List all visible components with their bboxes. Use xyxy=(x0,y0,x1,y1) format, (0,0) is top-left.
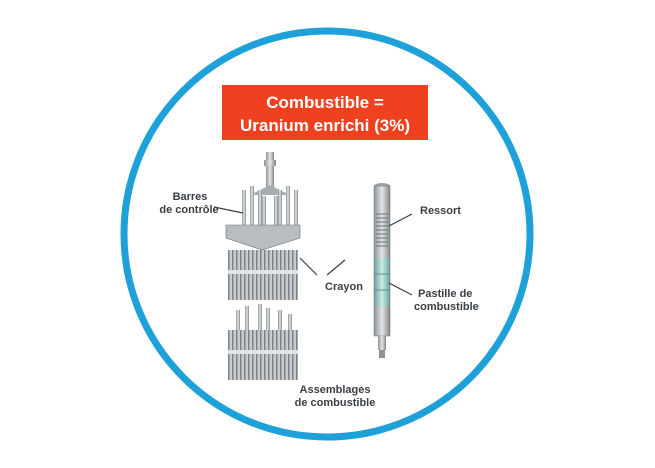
control-rod-assembly xyxy=(225,152,301,300)
fuel-rod xyxy=(373,183,391,358)
pellet-label-2: combustible xyxy=(414,301,479,313)
assemblies-label-1: Assemblages xyxy=(300,384,371,396)
control-rods-label-1: Barres xyxy=(173,191,208,203)
ring xyxy=(120,27,534,441)
title-line-1: Combustible = xyxy=(266,93,384,112)
fuel-assembly xyxy=(228,304,298,380)
control-rods-label-2: de contrôle xyxy=(159,204,218,216)
spring-label: Ressort xyxy=(420,205,461,217)
title-line-2: Uranium enrichi (3%) xyxy=(240,116,410,135)
pellet-label-1: Pastille de xyxy=(418,288,472,300)
title-box xyxy=(222,85,428,140)
fuel-pellets xyxy=(374,258,390,306)
spring xyxy=(376,213,388,247)
rod-label: Crayon xyxy=(325,281,363,293)
assemblies-label-2: de combustible xyxy=(295,397,376,409)
